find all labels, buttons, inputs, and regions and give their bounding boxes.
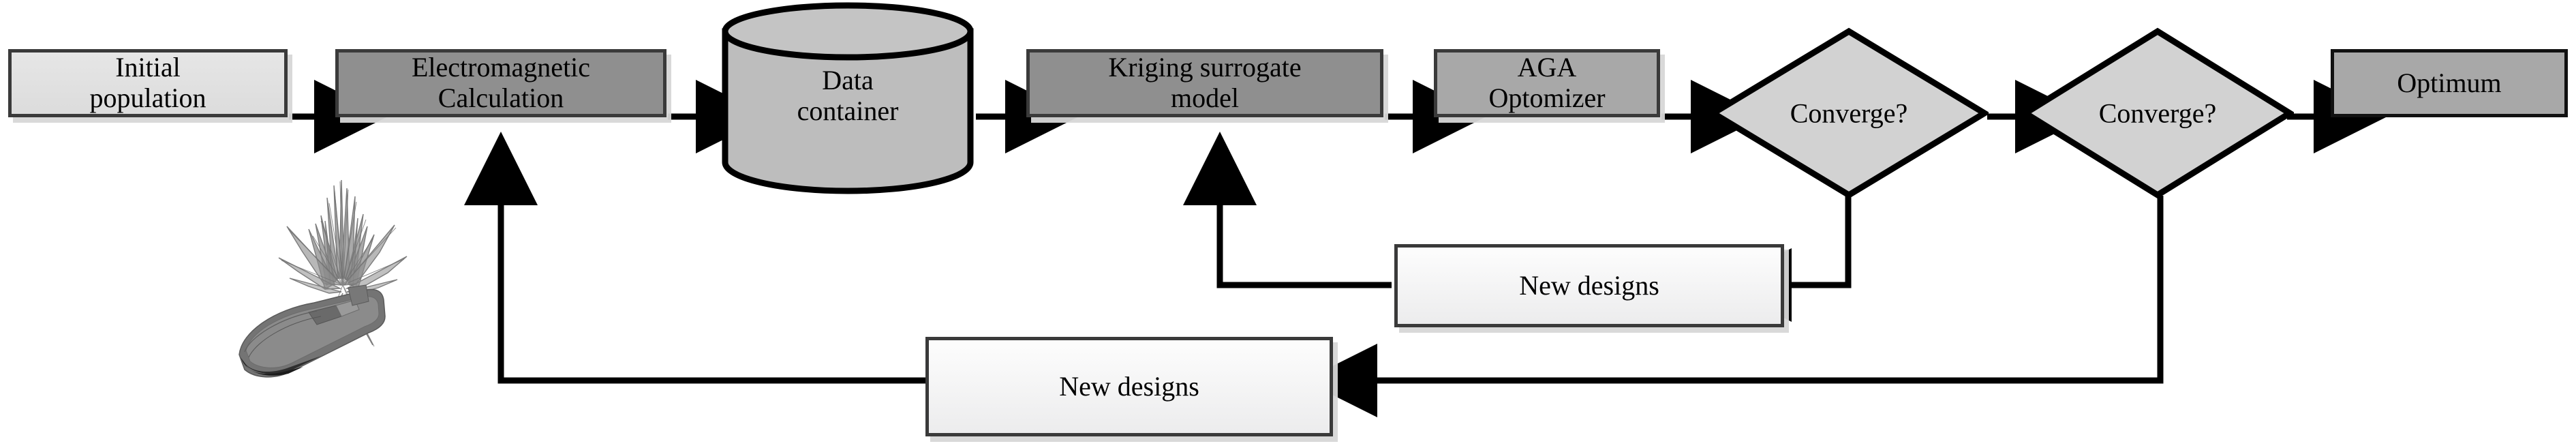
node-converge-check-1[interactable]: Converge? (1709, 27, 1989, 199)
edge-converge1-to-newdesigns-inner (1718, 196, 1852, 322)
edge-newdesigns-outer-to-em (464, 132, 928, 384)
node-electromagnetic-calculation[interactable]: Electromagnetic Calculation (335, 49, 666, 117)
node-kriging-surrogate-model[interactable]: Kriging surrogate model (1026, 49, 1383, 117)
node-new-designs-inner-label: New designs (1519, 269, 1659, 301)
node-new-designs-outer-label: New designs (1059, 370, 1199, 402)
node-aga-optimizer-label: AGA Optomizer (1488, 52, 1606, 113)
edge-newdesigns-inner-to-kriging (1183, 132, 1392, 288)
node-kriging-surrogate-model-label: Kriging surrogate model (1108, 52, 1302, 113)
node-initial-population[interactable]: Initial population (8, 49, 288, 117)
ship-radiation-pattern-illustration (221, 176, 433, 408)
node-optimum-label: Optimum (2397, 67, 2502, 98)
node-converge-check-2[interactable]: Converge? (2021, 27, 2294, 199)
node-new-designs-inner[interactable]: New designs (1394, 244, 1784, 327)
node-new-designs-outer[interactable]: New designs (925, 337, 1333, 436)
node-data-container[interactable]: Data container (721, 2, 975, 194)
node-initial-population-label: Initial population (89, 52, 206, 113)
node-optimum[interactable]: Optimum (2331, 49, 2568, 117)
node-aga-optimizer[interactable]: AGA Optomizer (1434, 49, 1660, 117)
ship-hull (239, 284, 386, 378)
node-electromagnetic-calculation-label: Electromagnetic Calculation (411, 52, 591, 113)
